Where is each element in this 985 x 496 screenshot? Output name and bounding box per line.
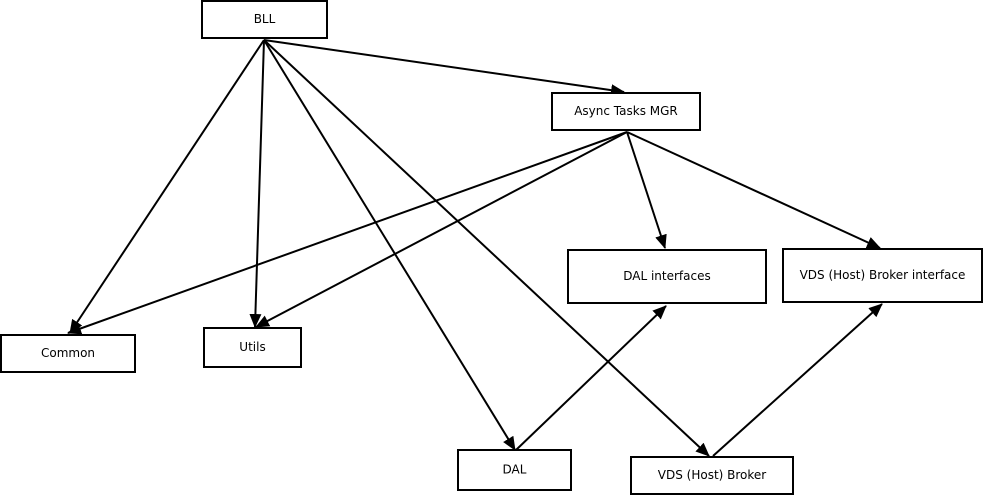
- node-label-utils: Utils: [239, 340, 265, 354]
- node-label-common: Common: [41, 346, 95, 360]
- edge-bll-to-dal: [263, 39, 516, 451]
- edge-bll-to-vds-broker: [263, 39, 710, 457]
- node-box-common: [0, 334, 136, 373]
- node-box-vds-broker: [630, 456, 794, 495]
- edge-async-to-vds-broker-interface: [626, 131, 881, 249]
- node-label-dal: DAL: [503, 463, 527, 477]
- edge-vds-broker-to-vds-broker-interface: [712, 303, 883, 457]
- edge-async-to-utils: [255, 131, 628, 328]
- edge-bll-to-common: [69, 39, 265, 334]
- node-bll: BLL: [201, 0, 328, 39]
- node-box-dal: [457, 449, 572, 491]
- node-box-async-tasks-mgr: [551, 92, 701, 131]
- node-label-vds-broker-interface: VDS (Host) Broker interface: [800, 268, 966, 282]
- node-box-utils: [203, 327, 302, 368]
- node-box-dal-interfaces: [567, 249, 767, 304]
- node-vds-broker-interface: VDS (Host) Broker interface: [782, 248, 983, 303]
- edge-bll-to-async: [263, 39, 625, 97]
- edges: [67, 39, 883, 457]
- node-label-vds-broker: VDS (Host) Broker: [658, 468, 767, 482]
- node-dal-interfaces: DAL interfaces: [567, 249, 767, 304]
- node-box-vds-broker-interface: [782, 248, 983, 303]
- node-box-bll: [201, 0, 328, 39]
- edge-bll-to-utils: [249, 39, 265, 328]
- node-common: Common: [0, 334, 136, 373]
- node-label-dal-interfaces: DAL interfaces: [623, 269, 711, 283]
- node-dal: DAL: [457, 449, 572, 491]
- node-async-tasks-mgr: Async Tasks MGR: [551, 92, 701, 131]
- edge-async-to-dal-interfaces: [626, 131, 667, 249]
- node-vds-broker: VDS (Host) Broker: [630, 456, 794, 495]
- node-label-async-tasks-mgr: Async Tasks MGR: [574, 104, 678, 118]
- edge-dal-to-dal-interfaces: [515, 305, 667, 451]
- edge-async-to-common: [67, 131, 628, 335]
- node-utils: Utils: [203, 327, 302, 368]
- node-label-bll: BLL: [254, 12, 276, 26]
